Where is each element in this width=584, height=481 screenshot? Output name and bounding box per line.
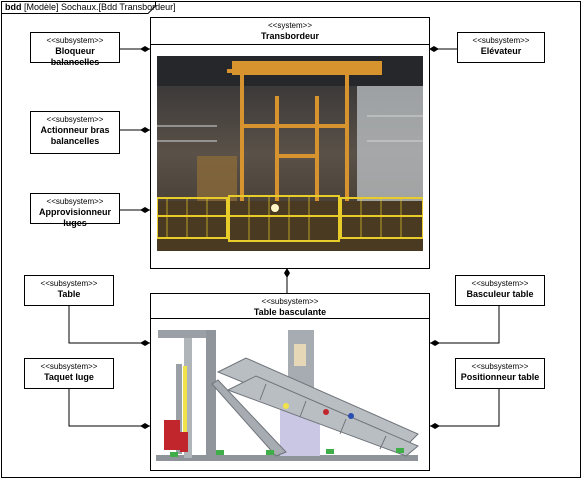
block-actionneur-bras-balancelles[interactable]: <<subsystem>> Actionneur bras balancelle… [30,111,120,154]
block-taquet-luge[interactable]: <<subsystem>> Taquet luge [24,358,114,389]
compartment-divider [151,44,429,45]
block-name: Transbordeur [260,31,319,41]
block-name: Basculeur table [466,289,534,299]
diamond-table [140,340,150,346]
diamond-taquet [140,423,150,429]
frame-tab-shape [1,1,156,14]
block-name: Approvisionneur luges [38,207,111,228]
table-basculante-render [156,324,424,466]
stereotype: <<subsystem>> [46,197,104,206]
block-approvisionneur-luges[interactable]: <<subsystem>> Approvisionneur luges [30,193,120,228]
block-transbordeur[interactable]: <<system>> Transbordeur [150,17,430,269]
block-name-line-1: Actionneur bras [40,125,110,135]
diamond-basculeur [430,340,440,346]
stereotype: <<subsystem>> [46,115,104,124]
block-name: Table basculante [253,307,327,317]
diamond-approvisionneur [140,207,150,213]
stereotype: <<subsystem>> [261,297,319,306]
block-name: Bloqueur balancelles [50,46,100,67]
frame-kind: bdd [5,2,22,12]
diamond-bloqueur [140,46,150,52]
stereotype: <<system>> [267,21,313,30]
diamond-table-basculante [284,268,290,278]
block-positionneur-table[interactable]: <<subsystem>> Positionneur table [455,358,545,389]
block-name: Elévateur [480,46,522,56]
diamond-elevateur [429,46,439,52]
frame-title: [Modèle] Sochaux.[Bdd Transbordeur] [24,2,176,12]
block-elevateur[interactable]: <<subsystem>> Elévateur [457,32,545,63]
machine-render-art [156,324,424,466]
link-table [68,306,150,344]
diamond-positionneur [430,423,440,429]
transbordeur-photo [157,56,423,251]
block-table-basculante[interactable]: <<subsystem>> Table basculante [150,293,430,471]
compartment-divider [151,318,429,319]
link-taquet [68,389,150,427]
stereotype: <<subsystem>> [471,279,529,288]
diamond-actionneur [140,127,150,133]
stereotype: <<subsystem>> [46,36,104,45]
stereotype: <<subsystem>> [472,36,530,45]
block-table[interactable]: <<subsystem>> Table [24,275,114,306]
frame-header: bdd [Modèle] Sochaux.[Bdd Transbordeur] [1,1,176,14]
block-name: Taquet luge [44,372,94,382]
link-positionneur [430,389,500,427]
link-basculeur [430,306,500,344]
block-name-line-2: balancelles [50,136,100,146]
block-name: Table [57,289,81,299]
factory-photo-art [157,56,423,251]
block-basculeur-table[interactable]: <<subsystem>> Basculeur table [455,275,545,306]
frame-label: bdd [Modèle] Sochaux.[Bdd Transbordeur] [5,2,176,13]
stereotype: <<subsystem>> [471,362,529,371]
block-name: Positionneur table [460,372,540,382]
block-bloqueur-balancelles[interactable]: <<subsystem>> Bloqueur balancelles [30,32,120,67]
stereotype: <<subsystem>> [40,279,98,288]
stereotype: <<subsystem>> [40,362,98,371]
